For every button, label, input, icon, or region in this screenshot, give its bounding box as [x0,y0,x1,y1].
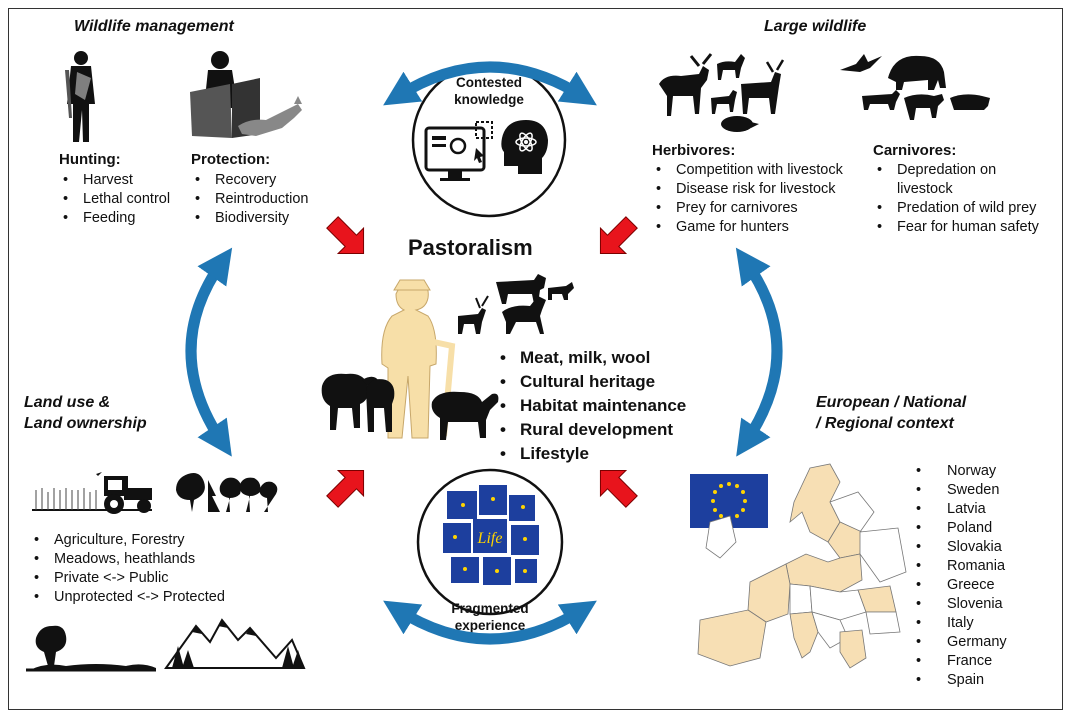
list-item: Slovakia [912,538,1032,557]
list-item: Germany [912,633,1032,652]
wildlife-protection-icon [190,51,302,138]
pastoralism-benefits-list: Meat, milk, wool Cultural heritage Habit… [498,346,738,466]
list-item: Meat, milk, wool [498,346,738,370]
hunting-list: Harvest Lethal control Feeding [59,171,189,228]
hunter-icon [65,51,95,142]
list-item: Norway [912,462,1032,481]
list-item: Poland [912,519,1032,538]
country-list: Norway Sweden Latvia Poland Slovakia Rom… [912,462,1032,690]
list-item: Cultural heritage [498,370,738,394]
red-arrow-bottom-right [599,469,638,508]
right-double-arrow [735,247,783,457]
list-item: Meadows, heathlands [30,550,280,569]
fragmented-experience-circle: Life [416,468,564,616]
land-use-list: Agriculture, Forestry Meadows, heathland… [30,531,280,607]
list-item: Agriculture, Forestry [30,531,280,550]
carnivores-heading: Carnivores: [873,142,957,159]
bottom-double-arrow [383,600,597,645]
herbivores-icon [659,53,785,132]
list-item: Game for hunters [652,218,867,237]
herbivores-list: Competition with livestock Disease risk … [652,161,867,237]
title-line: European / National [816,394,967,411]
protection-list: Recovery Reintroduction Biodiversity [191,171,331,228]
farming-forest-icon [32,472,278,514]
land-use-title: Land use & Land ownership [24,392,147,434]
top-double-arrow [383,61,597,106]
list-item: Predation of wild prey [873,199,1058,218]
title-line: / Regional context [816,415,954,432]
herbivores-heading: Herbivores: [652,142,736,159]
list-item: Fear for human safety [873,218,1058,237]
red-arrow-bottom-left [326,469,365,508]
life-logo-text: Life [477,530,503,547]
pastoralism-illustration [321,274,574,440]
list-item: Romania [912,557,1032,576]
list-item: Harvest [59,171,189,190]
list-item: Reintroduction [191,190,331,209]
protection-heading: Protection: [191,151,271,168]
pastoralism-title: Pastoralism [408,235,533,260]
landscape-icon [26,618,306,672]
list-item: Competition with livestock [652,161,867,180]
list-item: Sweden [912,481,1032,500]
title-line: Land use & [24,394,111,411]
carnivores-list: Depredation on livestock Predation of wi… [873,161,1058,237]
carnivores-icon [840,54,990,120]
list-item: Prey for carnivores [652,199,867,218]
title-line: Land ownership [24,415,147,432]
list-item: Private <-> Public [30,569,280,588]
large-wildlife-title: Large wildlife [764,18,867,35]
list-item: Slovenia [912,595,1032,614]
list-item: France [912,652,1032,671]
european-context-title: European / National / Regional context [816,392,966,434]
red-arrow-top-left [326,216,365,255]
list-item: Feeding [59,209,189,228]
left-double-arrow [185,247,233,457]
list-item: Greece [912,576,1032,595]
list-item: Rural development [498,418,738,442]
list-item: Latvia [912,500,1032,519]
list-item: Unprotected <-> Protected [30,588,280,607]
red-arrow-top-right [599,216,638,255]
list-item: Lifestyle [498,442,738,466]
hunting-heading: Hunting: [59,151,121,168]
list-item: Recovery [191,171,331,190]
list-item: Lethal control [59,190,189,209]
list-item: Disease risk for livestock [652,180,867,199]
wildlife-management-title: Wildlife management [74,18,234,35]
list-item: Italy [912,614,1032,633]
list-item: Depredation on livestock [873,161,1027,199]
list-item: Spain [912,671,1032,690]
list-item: Habitat maintenance [498,394,738,418]
figure-frame [8,8,1063,710]
europe-map [697,463,907,669]
list-item: Biodiversity [191,209,331,228]
